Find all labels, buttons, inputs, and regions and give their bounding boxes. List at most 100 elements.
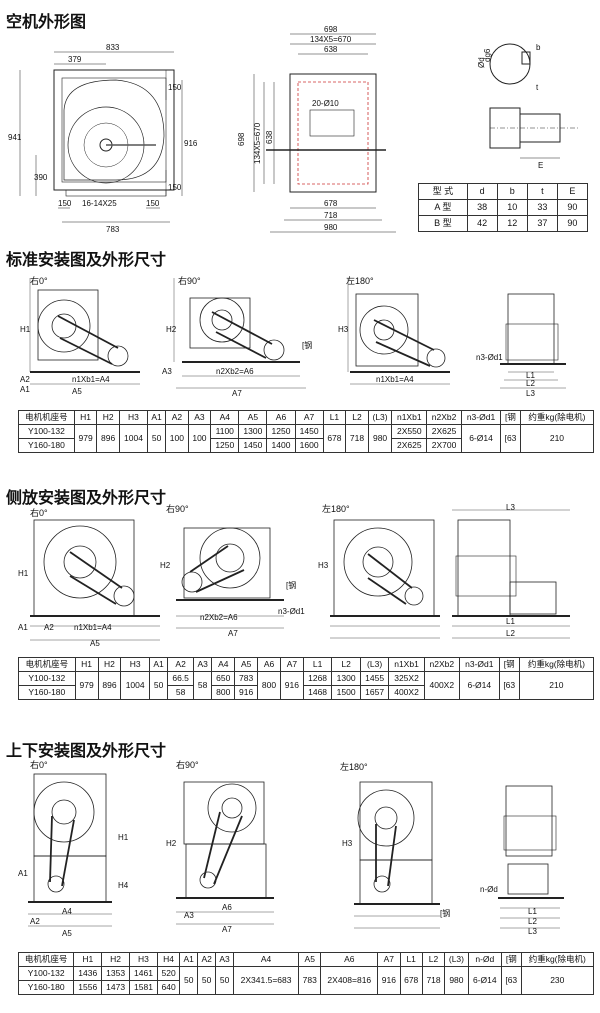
std-a3: A3 (162, 367, 172, 376)
table-cell: H4 (156, 952, 181, 967)
table-cell: 783 (298, 966, 322, 995)
table-cell: A5 (298, 952, 322, 967)
side-label-r0: 右0° (30, 507, 48, 518)
dim-150-left: 150 (58, 199, 72, 208)
dim-698-left: 698 (237, 132, 246, 146)
table-cell: 678 (399, 966, 423, 995)
table-row: 型 式 d b t E (418, 183, 589, 200)
table-cell: 66.5 (167, 671, 194, 686)
ud-label-r90: 右90° (176, 759, 199, 770)
table-row: A 型 38 10 33 90 (418, 199, 589, 216)
table-cell: 型 式 (418, 183, 468, 200)
table-cell: n2Xb2 (426, 410, 462, 425)
table-cell: 100 (165, 424, 189, 453)
ud-nd: n-Ød (480, 885, 498, 894)
dim-638-top: 638 (324, 45, 338, 54)
table-cell: A5 (238, 410, 268, 425)
ud-a2: A2 (30, 917, 40, 926)
shaft-b-label: b (536, 43, 541, 52)
dim-916: 916 (184, 139, 198, 148)
table-cell: 6-Ø14 (467, 966, 502, 995)
ud-l1: L1 (528, 907, 537, 916)
table-cell: Y100-132 (17, 966, 75, 981)
table-cell: 50 (147, 424, 167, 453)
std-n2: n2Xb2=A6 (216, 367, 254, 376)
table-cell: H3 (120, 657, 150, 672)
table-cell: 980 (444, 966, 469, 995)
table-cell: 58 (192, 671, 213, 700)
table-cell: A6 (320, 952, 379, 967)
table-cell: 520 (156, 966, 181, 981)
ud-a5: A5 (62, 929, 72, 938)
table-cell: 1600 (294, 438, 324, 453)
ud-a3: A3 (184, 911, 194, 920)
table-cell: n1Xb1 (388, 657, 425, 672)
table-cell: n3-Ød1 (458, 657, 500, 672)
table-cell: H2 (96, 410, 120, 425)
table-cell: 12 (496, 215, 528, 232)
std-l3: L3 (526, 389, 535, 398)
table-cell: A7 (279, 657, 304, 672)
std-l1: L1 (526, 371, 535, 380)
table-cell: L2 (345, 410, 369, 425)
table-cell: 325X2 (388, 671, 425, 686)
table-cell: (L3) (444, 952, 469, 967)
dim-698-top: 698 (324, 25, 338, 34)
side-l3: L3 (506, 503, 515, 512)
table-cell: Y100-132 (18, 424, 75, 439)
table-cell: A2 (197, 952, 217, 967)
table-cell: 42 (466, 215, 498, 232)
table-cell: 1436 (73, 966, 103, 981)
table-cell: b (496, 183, 528, 200)
table-cell: 400X2 (423, 671, 460, 700)
side-spec-table: 电机机座号 H1 H2 H3 A1 A2 A3 A4 A5 A6 A7 L1 L… (18, 657, 595, 700)
dim-379: 379 (68, 55, 82, 64)
table-cell: 916 (377, 966, 401, 995)
table-cell: A2 (165, 410, 189, 425)
table-cell: 1268 (302, 671, 333, 686)
front-view-drawing: 833 379 941 390 916 150 150 150 150 16-1… (8, 43, 198, 234)
ud-h4: H4 (118, 881, 129, 890)
table-cell: 1004 (120, 671, 150, 700)
table-cell: (L3) (359, 657, 390, 672)
dim-134x5-left: 134X5=670 (253, 122, 262, 164)
ud-h1: H1 (118, 833, 129, 842)
std-n1: n1Xb1=A4 (72, 375, 110, 384)
table-cell: 678 (322, 424, 347, 453)
table-cell: H1 (73, 410, 98, 425)
ud-a4: A4 (62, 907, 72, 916)
table-cell: 10 (496, 199, 528, 216)
table-cell: 100 (187, 424, 212, 453)
dim-390: 390 (34, 173, 48, 182)
table-cell: A3 (215, 952, 235, 967)
table-cell: t (526, 183, 558, 200)
side-l1: L1 (506, 617, 515, 626)
ud-steel: [钢 (440, 908, 450, 918)
side-h2: H2 (160, 561, 171, 570)
table-cell: L1 (399, 952, 423, 967)
ud-h3: H3 (342, 839, 353, 848)
table-cell: A4 (210, 410, 240, 425)
table-cell: 90 (556, 199, 589, 216)
table-cell: H3 (129, 952, 158, 967)
table-cell: A3 (187, 410, 212, 425)
section-title-updown: 上下安装图及外形尺寸 (6, 741, 167, 760)
table-cell: 979 (74, 671, 99, 700)
side-install-drawings: 右0° 右90° 左180° H1 H2 H3 A1 A2 n1Xb1=A4 A… (18, 503, 570, 648)
table-cell: 6-Ø14 (460, 424, 502, 453)
dim-638-left: 638 (265, 130, 274, 144)
table-cell: A7 (377, 952, 401, 967)
table-cell: A6 (257, 657, 281, 672)
table-cell: n2Xb2 (423, 657, 460, 672)
table-cell: 电机机座号 (18, 410, 75, 425)
ud-h2: H2 (166, 839, 177, 848)
table-cell: A4 (211, 657, 236, 672)
side-steel: [钢 (286, 580, 296, 590)
table-cell: E (556, 183, 589, 200)
table-cell: [钢 (500, 410, 521, 425)
ud-l3: L3 (528, 927, 537, 936)
table-cell: 1250 (266, 424, 296, 439)
table-cell: 916 (234, 685, 259, 700)
table-cell: 50 (148, 671, 169, 700)
shaft-type-table: 型 式 d b t E A 型 38 10 33 90 B 型 42 12 37… (418, 183, 589, 232)
